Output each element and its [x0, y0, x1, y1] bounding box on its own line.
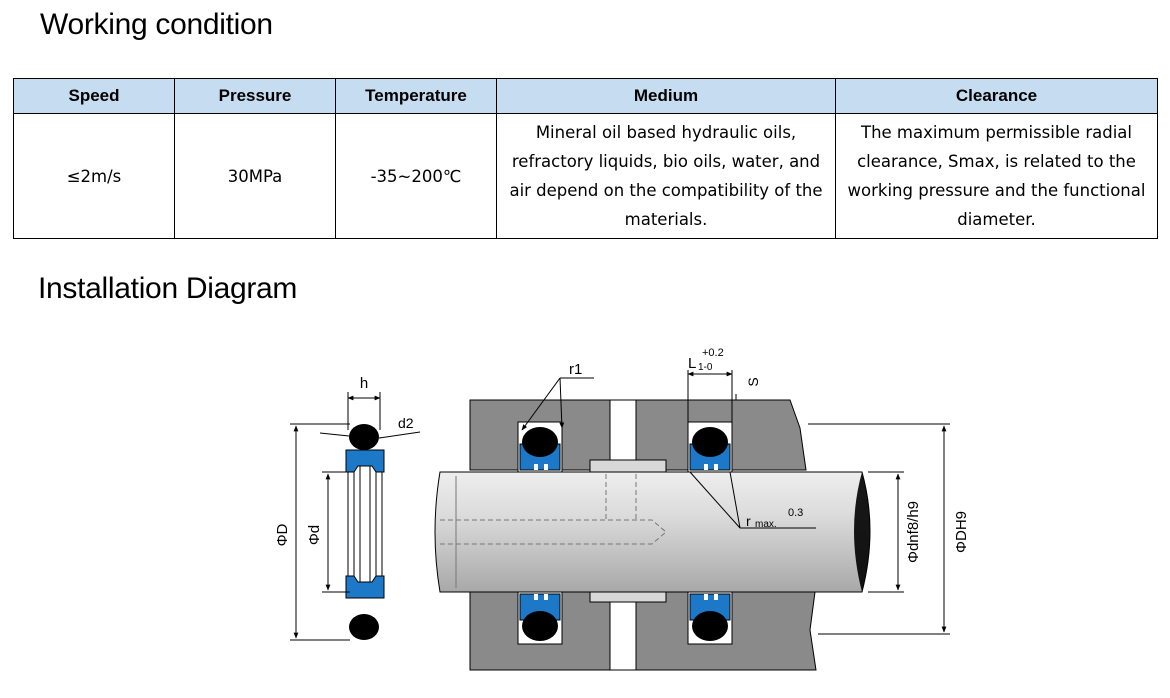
label-S: S [745, 377, 761, 386]
label-rmax-value: 0.3 [788, 507, 803, 519]
header-clearance: Clearance [835, 78, 1158, 114]
seal-blue-profile-bottom [345, 575, 385, 599]
assembly-view: r1 L 1-0 +0.2 S r max. 0.3 Φdnf8/h9 ΦDH9 [434, 347, 970, 671]
label-r1: r1 [569, 361, 582, 378]
table-header-row: Speed Pressure Temperature Medium Cleara… [13, 78, 1158, 114]
working-condition-table: Speed Pressure Temperature Medium Cleara… [13, 78, 1158, 239]
header-temperature: Temperature [335, 78, 497, 114]
oring-top [349, 424, 379, 450]
table-row: ≤2m/s 30MPa -35~200℃ Mineral oil based h… [13, 113, 1158, 239]
oring-right-top [692, 427, 728, 457]
label-L1: L [688, 355, 696, 372]
label-rmax-sub: max. [755, 519, 777, 530]
working-condition-title: Working condition [40, 8, 273, 41]
rod-end-face [854, 472, 870, 592]
label-rmax: r [746, 513, 751, 529]
oring-left-bottom [522, 611, 558, 641]
label-L1-tolerance: +0.2 [702, 347, 724, 359]
cell-clearance: The maximum permissible radial clearance… [835, 113, 1158, 239]
housing-bore-lower [609, 589, 637, 671]
header-speed: Speed [13, 78, 175, 114]
cell-medium: Mineral oil based hydraulic oils, refrac… [496, 113, 836, 239]
oring-right-bottom [692, 611, 728, 641]
cell-temperature: -35~200℃ [335, 113, 497, 239]
cell-speed: ≤2m/s [13, 113, 175, 239]
label-phi-D: ΦD [274, 523, 291, 546]
cell-pressure: 30MPa [174, 113, 336, 239]
header-medium: Medium [496, 78, 836, 114]
label-phi-DH: ΦDH9 [953, 511, 970, 553]
seal-section-view: h d2 ΦD Φd [274, 375, 421, 641]
header-pressure: Pressure [174, 78, 336, 114]
label-d2: d2 [398, 415, 414, 431]
oring-left-top [522, 427, 558, 457]
installation-diagram-title: Installation Diagram [38, 272, 298, 305]
label-L1-sub: 1-0 [698, 362, 713, 373]
oring-bottom [349, 614, 379, 640]
label-phi-dn: Φdnf8/h9 [905, 501, 922, 563]
piston-rod [434, 471, 871, 593]
label-phi-d: Φd [306, 525, 323, 545]
installation-diagram: h d2 ΦD Φd [274, 347, 970, 671]
label-h: h [360, 375, 368, 392]
seal-web [347, 453, 383, 597]
